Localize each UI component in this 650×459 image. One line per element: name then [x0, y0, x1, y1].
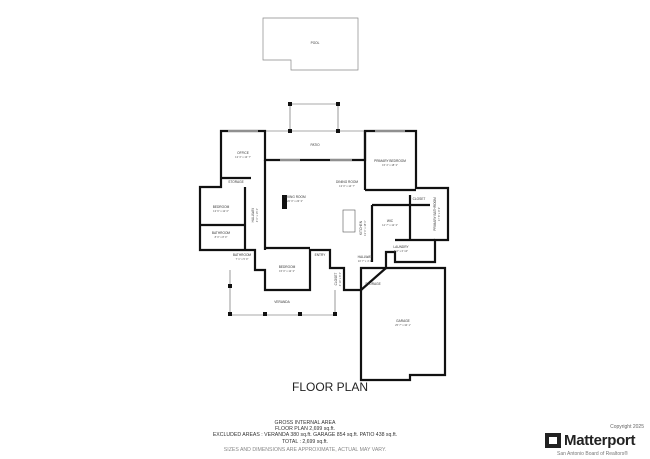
primary-bathroom-label: PRIMARY BATHROOM: [433, 197, 437, 231]
garage-dims: 25' 7" x 34' 1": [395, 323, 411, 327]
bedroom-bottom-dims: 15' 0" x 12' 3": [279, 269, 295, 273]
copyright: Copyright 2025: [610, 424, 644, 430]
patio-label: PATIO: [310, 143, 320, 147]
office-dims: 13' 3" x 13' 7": [235, 155, 251, 159]
patio-post: [336, 129, 340, 133]
area-total: TOTAL : 2,699 sq.ft.: [281, 438, 329, 445]
area-heading: GROSS INTERNAL AREA: [274, 420, 336, 426]
living-room-dims: 20' 0" x 23' 3": [287, 199, 303, 203]
kitchen-label: KITCHEN: [359, 220, 363, 235]
laundry-label: LAUNDRY: [393, 245, 409, 249]
storage-garage-label: STORAGE: [365, 282, 381, 286]
hallway-right-dims: 10' 7" x 4' 0": [358, 259, 372, 263]
storage-label: STORAGE: [228, 180, 244, 184]
veranda: [228, 270, 337, 316]
office-label: OFFICE: [237, 151, 249, 155]
garage-label: GARAGE: [396, 319, 410, 323]
veranda-label: VERANDA: [274, 300, 290, 304]
patio: [265, 102, 365, 133]
pool-label: POOL: [311, 41, 320, 45]
bathroom-dims: 8' 0" x 8' 0": [215, 235, 228, 239]
board-watermark: San Antonio Board of Realtors®: [557, 451, 628, 457]
entry-label: ENTRY: [315, 253, 327, 257]
closet-entry-label: CLOSET: [334, 273, 338, 286]
closet-entry-dims: 4' 10" x 6' 0": [338, 272, 342, 286]
area-note: SIZES AND DIMENSIONS ARE APPROXIMATE, AC…: [223, 446, 387, 453]
hallway-dims: 4' 0" x 15' 0": [255, 208, 259, 222]
brand-name: Matterport: [564, 432, 636, 449]
patio-post: [336, 102, 340, 106]
primary-bedroom-dims: 15' 4" x 18' 3": [382, 163, 398, 167]
room-labels: OFFICE 13' 3" x 13' 7" STORAGE BEDROOM 1…: [212, 151, 441, 327]
hallway-label: HALLWAY: [251, 207, 255, 223]
area-excluded: EXCLUDED AREAS : VERANDA 380 sq.ft. GARA…: [212, 432, 398, 439]
kitchen-island: [342, 209, 356, 233]
area-summary: GROSS INTERNAL AREA FLOOR PLAN 2,699 sq.…: [170, 420, 440, 453]
living-room-label: LIVING ROOM: [284, 195, 306, 199]
plan-title: FLOOR PLAN: [292, 380, 369, 394]
kitchen-dims: 13' 0" x 18' 0": [363, 220, 367, 236]
wic-label: WIC: [387, 219, 394, 223]
primary-bedroom-label: PRIMARY BEDROOM: [374, 159, 406, 163]
patio-post: [288, 129, 292, 133]
walls: [198, 129, 450, 292]
bathroom-label: BATHROOM: [212, 231, 231, 235]
laundry-dims: 8' 6" x 6' 10": [394, 249, 408, 253]
primary-bathroom-dims: 17' 8" x 9' 9": [437, 207, 441, 221]
garage-outline: [359, 266, 447, 382]
bedroom-dims: 13' 6" x 12' 0": [213, 209, 229, 213]
bathroom-small-label: BATHROOM: [233, 253, 252, 257]
wic-dims: 12' 7" x 12' 3": [382, 223, 398, 227]
bedroom-bottom-label: BEDROOM: [279, 265, 296, 269]
dining-room-label: DINING ROOM: [336, 180, 358, 184]
bathroom-small-dims: 7' 1" x 5' 0": [236, 257, 249, 261]
patio-post: [288, 102, 292, 106]
hallway-right-label: HALLWAY: [358, 255, 374, 259]
pool-outline: [262, 17, 359, 71]
fireplace: [282, 195, 287, 209]
matterport-logo-icon: [545, 433, 561, 448]
area-floor-plan: FLOOR PLAN 2,699 sq.ft.: [275, 426, 335, 433]
bedroom-label: BEDROOM: [213, 205, 230, 209]
matterport-logo: Matterport: [545, 432, 635, 449]
closet-label: CLOSET: [413, 197, 426, 201]
dining-room-dims: 13' 0" x 14' 7": [339, 184, 355, 188]
